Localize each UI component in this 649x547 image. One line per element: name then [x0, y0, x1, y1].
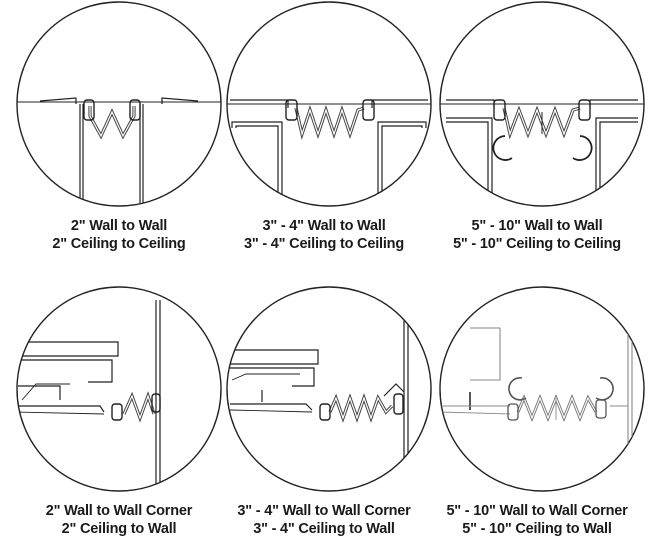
caption-line-2: 3" - 4" Ceiling to Wall: [253, 521, 395, 537]
detail-caption: 2" Wall to Wall 2" Ceiling to Ceiling: [14, 217, 224, 253]
detail-1-drawing: [16, 1, 222, 207]
detail-circle: [439, 286, 645, 492]
detail-4-drawing: [16, 286, 222, 492]
detail-caption: 2" Wall to Wall Corner 2" Ceiling to Wal…: [14, 502, 224, 538]
detail-circle: [226, 286, 432, 492]
caption-line-1: 5" - 10" Wall to Wall Corner: [446, 503, 628, 519]
detail-circle: [16, 1, 222, 207]
detail-caption: 3" - 4" Wall to Wall Corner 3" - 4" Ceil…: [219, 502, 429, 538]
detail-caption: 5" - 10" Wall to Wall Corner 5" - 10" Ce…: [432, 502, 642, 538]
detail-caption: 5" - 10" Wall to Wall 5" - 10" Ceiling t…: [432, 217, 642, 253]
caption-line-2: 2" Ceiling to Ceiling: [52, 236, 186, 252]
caption-line-1: 3" - 4" Wall to Wall: [262, 218, 386, 234]
caption-line-1: 2" Wall to Wall: [70, 218, 168, 234]
caption-line-1: 5" - 10" Wall to Wall: [471, 218, 603, 234]
caption-line-2: 3" - 4" Ceiling to Ceiling: [243, 236, 404, 252]
detail-caption: 3" - 4" Wall to Wall 3" - 4" Ceiling to …: [219, 217, 429, 253]
caption-line-1: 3" - 4" Wall to Wall Corner: [237, 503, 411, 519]
detail-2-drawing: [226, 1, 432, 207]
seal-bellows: [88, 106, 136, 140]
detail-circle: [16, 286, 222, 492]
caption-line-2: 2" Ceiling to Wall: [61, 521, 177, 537]
detail-6-drawing: [439, 286, 645, 492]
detail-3-drawing: [439, 1, 645, 207]
detail-5-drawing: [226, 286, 432, 492]
caption-line-2: 5" - 10" Ceiling to Wall: [462, 521, 612, 537]
caption-line-1: 2" Wall to Wall Corner: [45, 503, 193, 519]
caption-line-2: 5" - 10" Ceiling to Ceiling: [453, 236, 621, 252]
